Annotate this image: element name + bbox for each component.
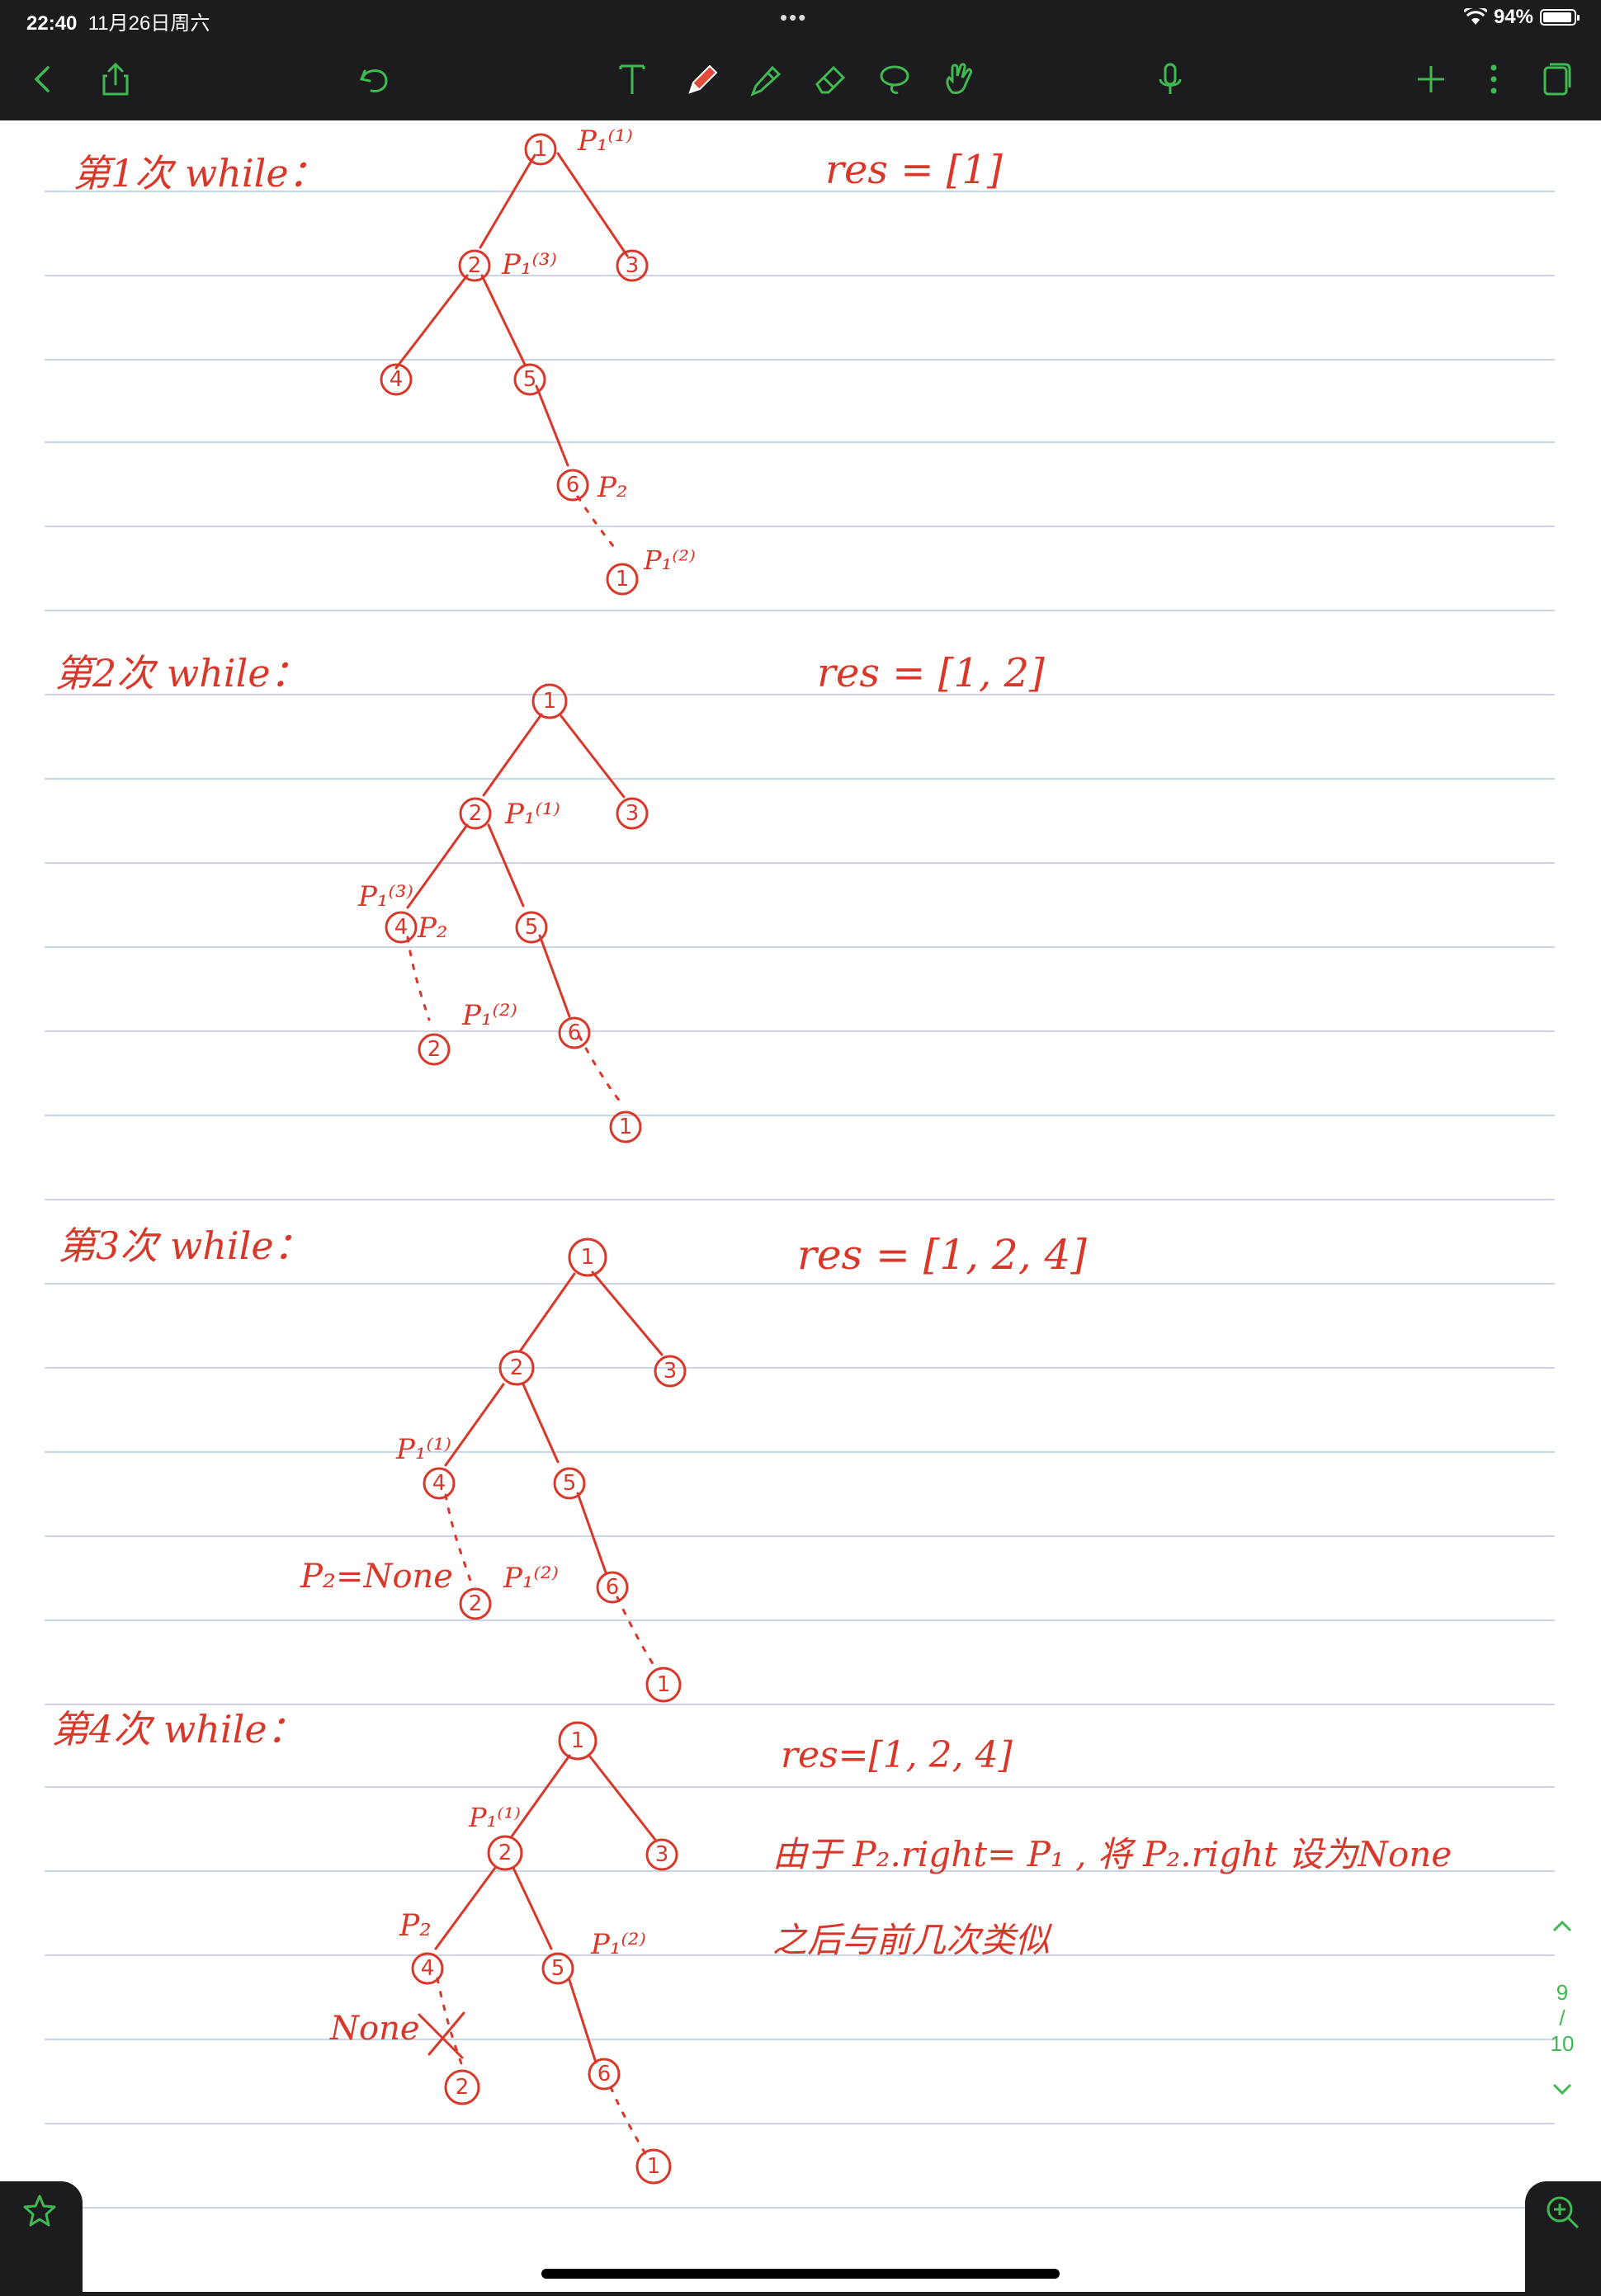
svg-text:1: 1	[543, 689, 557, 714]
section-4-res: res=[1, 2, 4]	[781, 1734, 1013, 1776]
svg-text:3: 3	[664, 1359, 678, 1384]
svg-text:5: 5	[525, 915, 539, 940]
status-right: 94%	[1463, 6, 1580, 29]
svg-text:2: 2	[456, 2075, 470, 2100]
thread-link	[576, 495, 619, 553]
svg-text:3: 3	[626, 253, 640, 278]
total-pages: 10	[1550, 2031, 1575, 2056]
note-page[interactable]: 第1次 while： res = [1] 1 2 3 4 5 6 1 P₁⁽¹⁾…	[0, 120, 1601, 2292]
highlighter-icon[interactable]	[743, 56, 789, 102]
section-3-res: res = [1, 2, 4]	[797, 1231, 1087, 1279]
page-up-icon[interactable]	[1533, 1914, 1591, 1955]
handwriting-canvas[interactable]: 第1次 while： res = [1] 1 2 3 4 5 6 1 P₁⁽¹⁾…	[0, 120, 1601, 2292]
section-2: 第2次 while： res = [1, 2] 1 2 3 4 5 2 6 1 …	[54, 650, 1045, 1143]
page-separator: /	[1559, 2006, 1566, 2030]
section-4-title: 第4次 while：	[51, 1707, 305, 1751]
svg-text:P₁⁽¹⁾: P₁⁽¹⁾	[395, 1433, 451, 1466]
zoom-panel	[1525, 2181, 1601, 2292]
section-4-followup: 之后与前几次类似	[772, 1920, 1053, 1960]
svg-text:6: 6	[606, 1575, 620, 1600]
svg-text:1: 1	[647, 2154, 661, 2179]
svg-text:1: 1	[619, 1115, 633, 1139]
svg-text:2: 2	[510, 1355, 524, 1380]
section-2-title: 第2次 while：	[54, 651, 309, 695]
battery-icon	[1540, 9, 1580, 26]
wifi-icon	[1463, 8, 1487, 25]
multitasking-dots[interactable]: •••	[780, 5, 808, 30]
more-icon[interactable]	[1471, 56, 1517, 102]
svg-text:P₂=None: P₂=None	[300, 1558, 453, 1596]
svg-text:1: 1	[534, 137, 548, 162]
section-4: 第4次 while： res=[1, 2, 4] 由于 P₂.right= P₁…	[51, 1707, 1452, 2185]
pen-tool-icon[interactable]	[678, 56, 725, 102]
favorites-panel	[0, 2181, 83, 2292]
svg-text:4: 4	[390, 367, 404, 392]
svg-text:P₂: P₂	[417, 912, 448, 945]
mic-icon[interactable]	[1147, 56, 1193, 102]
section-3-title: 第3次 while：	[58, 1223, 312, 1268]
section-1: 第1次 while： res = [1] 1 2 3 4 5 6 1 P₁⁽¹⁾…	[73, 125, 1003, 596]
toolbar	[0, 38, 1601, 120]
home-indicator[interactable]	[541, 2269, 1060, 2279]
svg-text:P₁⁽¹⁾: P₁⁽¹⁾	[468, 1802, 521, 1833]
svg-text:1: 1	[657, 1672, 671, 1697]
svg-text:4: 4	[421, 1956, 435, 1981]
svg-text:P₁⁽¹⁾: P₁⁽¹⁾	[504, 798, 560, 831]
svg-text:6: 6	[566, 473, 580, 497]
zoom-in-icon[interactable]	[1543, 2193, 1581, 2231]
svg-text:3: 3	[626, 801, 640, 826]
svg-text:2: 2	[469, 1591, 483, 1616]
tree-nodes: 1 2 3 4 5 6 1	[380, 133, 649, 596]
undo-icon[interactable]	[352, 56, 398, 102]
svg-text:5: 5	[551, 1956, 565, 1981]
section-2-res: res = [1, 2]	[817, 650, 1045, 696]
svg-text:P₂: P₂	[597, 471, 628, 504]
section-4-explanation: 由于 P₂.right= P₁ , 将 P₂.right 设为None	[772, 1834, 1452, 1874]
add-page-icon[interactable]	[1408, 56, 1454, 102]
svg-text:P₁⁽²⁾: P₁⁽²⁾	[643, 545, 696, 576]
pages-icon[interactable]	[1533, 56, 1580, 102]
svg-text:P₁⁽²⁾: P₁⁽²⁾	[590, 1928, 646, 1961]
svg-text:2: 2	[427, 1037, 442, 1062]
svg-text:P₁⁽²⁾: P₁⁽²⁾	[503, 1562, 559, 1595]
section-3: 第3次 while： res = [1, 2, 4] 1 2 3 4 5 2 6…	[58, 1223, 1087, 1703]
status-bar: 22:40 11月26日周六 ••• 94%	[0, 0, 1601, 38]
star-icon[interactable]	[21, 2193, 58, 2229]
gesture-icon[interactable]	[936, 56, 982, 102]
svg-text:2: 2	[469, 801, 483, 826]
svg-text:3: 3	[655, 1842, 669, 1867]
battery-percent: 94%	[1493, 6, 1533, 28]
svg-text:P₁⁽¹⁾: P₁⁽¹⁾	[577, 125, 633, 158]
svg-text:2: 2	[468, 253, 482, 278]
svg-text:6: 6	[597, 2062, 612, 2086]
svg-text:1: 1	[581, 1245, 595, 1270]
eraser-icon[interactable]	[807, 56, 853, 102]
svg-text:P₁⁽²⁾: P₁⁽²⁾	[461, 999, 517, 1032]
svg-text:4: 4	[432, 1471, 446, 1496]
page-navigator: 9 / 10	[1533, 1914, 1591, 2129]
svg-text:2: 2	[498, 1841, 512, 1865]
text-tool-icon[interactable]	[609, 56, 655, 102]
back-icon[interactable]	[20, 56, 66, 102]
svg-text:5: 5	[563, 1471, 577, 1496]
svg-text:6: 6	[568, 1021, 582, 1045]
share-icon[interactable]	[92, 56, 139, 102]
section-1-res: res = [1]	[825, 147, 1003, 193]
svg-text:P₁⁽³⁾: P₁⁽³⁾	[357, 880, 413, 913]
svg-text:None: None	[329, 2010, 420, 2048]
section-1-title: 第1次 while：	[73, 151, 327, 196]
svg-text:5: 5	[523, 367, 537, 392]
svg-text:1: 1	[616, 567, 630, 592]
svg-text:P₁⁽³⁾: P₁⁽³⁾	[501, 248, 557, 281]
tree-edges	[394, 152, 629, 467]
lasso-icon[interactable]	[871, 56, 918, 102]
svg-text:P₂: P₂	[399, 1909, 432, 1943]
ruled-lines	[45, 191, 1555, 2209]
page-down-icon[interactable]	[1533, 2077, 1591, 2118]
status-date: 11月26日周六	[87, 12, 210, 35]
status-time: 22:40 11月26日周六	[26, 12, 210, 35]
svg-text:1: 1	[571, 1728, 585, 1753]
current-page: 9	[1556, 1980, 1569, 2005]
svg-text:4: 4	[394, 915, 409, 940]
